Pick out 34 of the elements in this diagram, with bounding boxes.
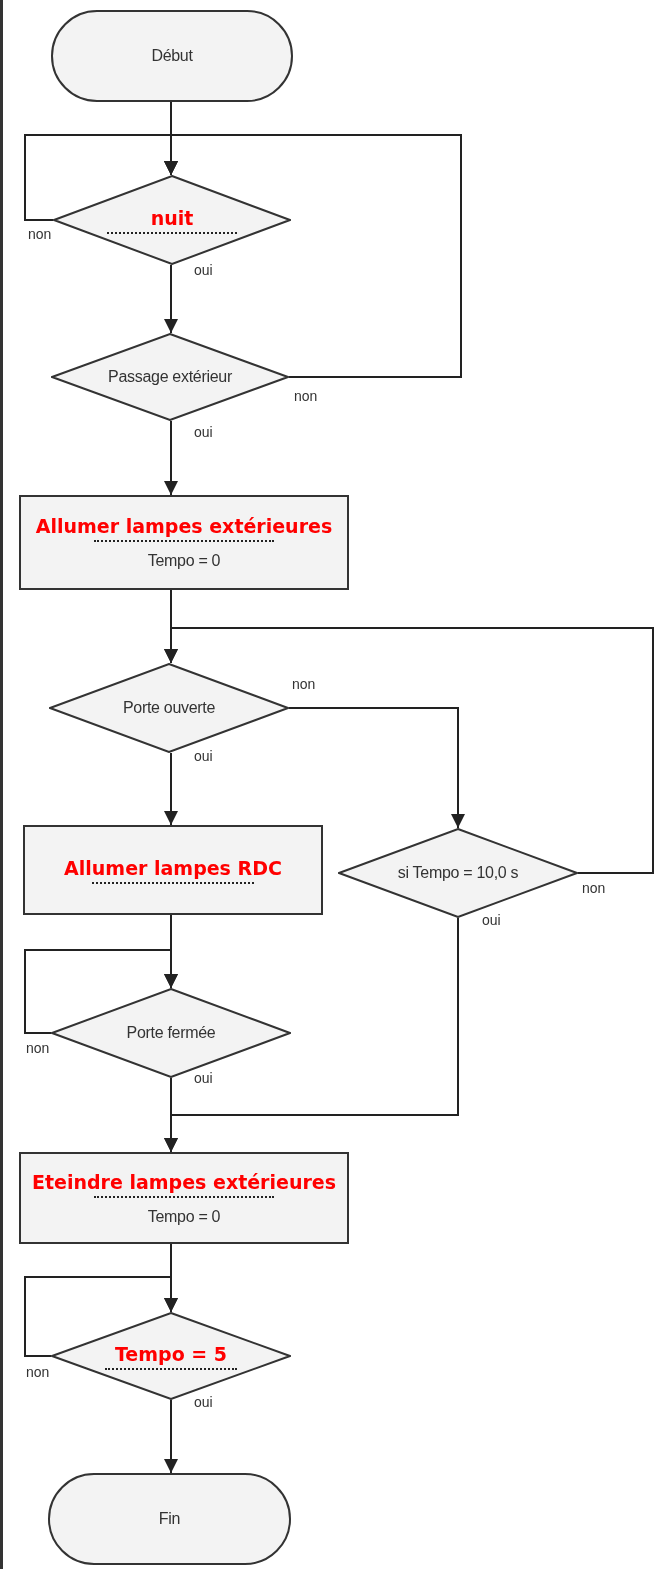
decision-diamond <box>51 333 289 421</box>
arrow <box>24 949 178 1034</box>
node-label: Porte fermée <box>126 1024 216 1042</box>
arrow <box>164 1399 178 1474</box>
edge-label: oui <box>193 262 214 278</box>
node-label: Fin <box>158 1510 181 1528</box>
handwritten-answer: Allumer lampes RDC <box>64 856 282 879</box>
decision-diamond <box>53 175 291 265</box>
node-label: Tempo = 0 <box>147 552 221 570</box>
arrow <box>164 627 654 874</box>
node-label: Porte ouverte <box>122 699 216 717</box>
handwritten-answer: Eteindre lampes extérieures <box>32 1170 336 1193</box>
handwritten-answer: Tempo = 5 <box>114 1342 228 1365</box>
arrow <box>164 134 462 378</box>
process-box <box>19 1152 349 1244</box>
node-label: Début <box>151 47 193 65</box>
arrow <box>164 264 178 334</box>
node-label: Tempo = 0 <box>147 1207 221 1226</box>
edge-label: oui <box>193 1070 214 1086</box>
edge-label: oui <box>193 1394 214 1410</box>
edge-label: oui <box>481 912 502 928</box>
arrow <box>164 752 178 826</box>
arrow <box>24 1276 178 1357</box>
process-box <box>19 495 349 590</box>
arrow <box>164 1077 178 1153</box>
node-label: Passage extérieur <box>108 368 232 386</box>
edge-label: oui <box>193 748 214 764</box>
arrow <box>164 420 178 496</box>
handwritten-answer: nuit <box>150 206 194 229</box>
handwritten-answer: Allumer lampes extérieures <box>35 515 333 537</box>
node-label: si Tempo = 10,0 s <box>397 864 519 882</box>
edge-label: oui <box>193 424 214 440</box>
process-box <box>23 825 323 915</box>
arrow <box>288 707 465 829</box>
